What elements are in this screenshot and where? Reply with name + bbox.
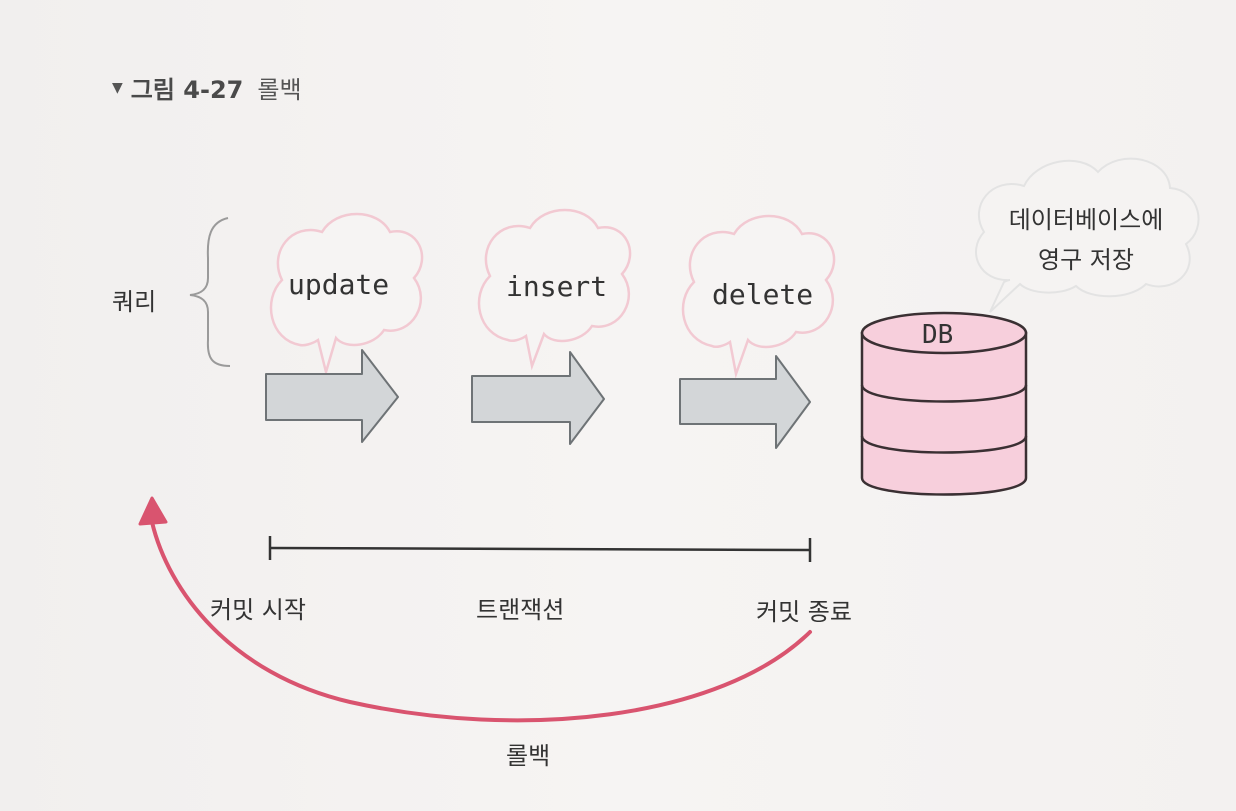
arrow-1 — [265, 349, 399, 443]
rollback-arrow — [138, 496, 812, 723]
database-note-line1: 데이터베이스에 — [1008, 206, 1164, 234]
figure-caption: ▼ 그림 4-27 롤백 — [112, 70, 302, 105]
bubble-update — [269, 212, 424, 377]
operation-delete-label: delete — [712, 278, 814, 311]
arrow-3 — [679, 355, 811, 449]
database-note: 데이터베이스에 영구 저장 — [994, 200, 1178, 280]
transaction-timeline — [268, 536, 812, 562]
query-brace — [189, 217, 231, 367]
rollback-label: 롤백 — [506, 742, 551, 770]
database-cylinder — [860, 311, 1028, 496]
transaction-label: 트랜잭션 — [476, 596, 565, 624]
figure-name: 롤백 — [257, 76, 302, 104]
operation-insert-label: insert — [506, 270, 608, 303]
bubble-db-note — [975, 157, 1200, 313]
caption-triangle-icon: ▼ — [112, 79, 123, 96]
database-label: DB — [922, 320, 954, 350]
query-label: 쿼리 — [112, 288, 157, 316]
arrow-2 — [471, 351, 605, 445]
operation-update-label: update — [288, 268, 390, 301]
bubble-insert — [477, 208, 632, 371]
figure-number: 그림 4-27 — [130, 76, 244, 104]
commit-start-label: 커밋 시작 — [210, 596, 306, 624]
database-note-line2: 영구 저장 — [1038, 246, 1134, 274]
bubble-delete — [681, 214, 836, 379]
commit-end-label: 커밋 종료 — [756, 598, 852, 626]
